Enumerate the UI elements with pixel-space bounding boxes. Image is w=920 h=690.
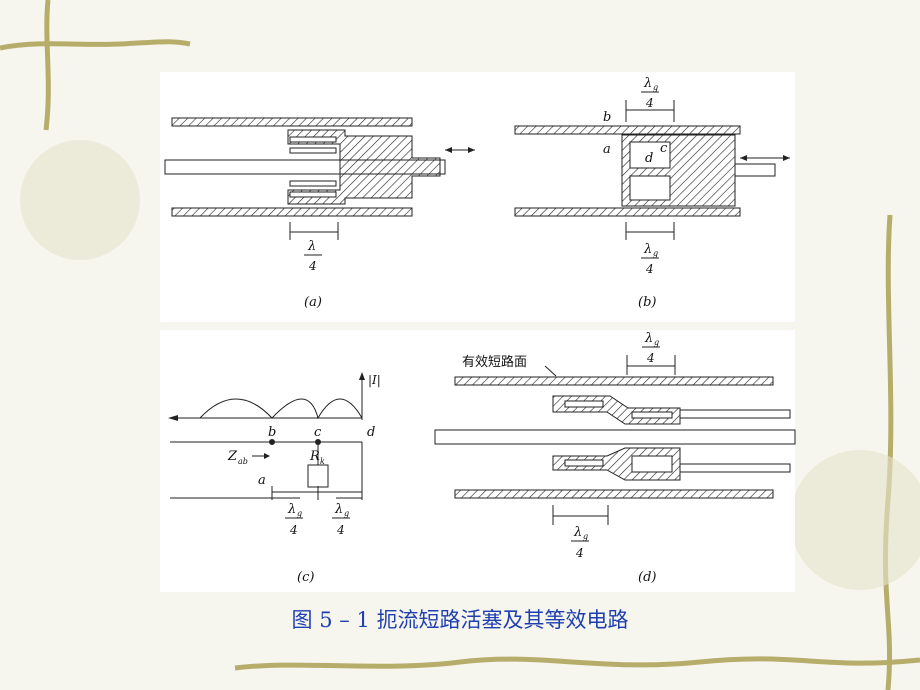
svg-text:4: 4 bbox=[575, 546, 584, 560]
b-dim-num-top: λ bbox=[643, 76, 652, 91]
b-pt-a: a bbox=[603, 142, 611, 157]
svg-text:k: k bbox=[320, 457, 325, 466]
b-pt-b: b bbox=[603, 110, 611, 125]
b-dim-num-bottom: λ bbox=[643, 242, 652, 257]
svg-text:g: g bbox=[654, 338, 659, 347]
svg-text:g: g bbox=[297, 509, 302, 518]
a-dim-num: λ bbox=[307, 239, 316, 254]
svg-text:g: g bbox=[653, 249, 658, 258]
d-callout: 有效短路面 bbox=[462, 354, 527, 370]
svg-text:4: 4 bbox=[645, 262, 654, 276]
svg-text:g: g bbox=[653, 83, 658, 92]
svg-text:λ: λ bbox=[644, 331, 653, 346]
figure-caption: 图 5 – 1 扼流短路活塞及其等效电路 bbox=[291, 608, 629, 632]
svg-text:λ: λ bbox=[334, 502, 343, 517]
svg-text:λ: λ bbox=[573, 525, 582, 540]
a-label: (a) bbox=[304, 295, 322, 310]
c-label: (c) bbox=[297, 570, 314, 585]
svg-text:g: g bbox=[344, 509, 349, 518]
svg-text:λ: λ bbox=[287, 502, 296, 517]
c-current: |I| bbox=[368, 373, 381, 387]
a-dim-den: 4 bbox=[308, 259, 317, 273]
diagram-d: 有效短路面 λ g 4 λ g 4 (d) bbox=[434, 331, 796, 585]
svg-text:4: 4 bbox=[645, 96, 654, 110]
svg-text:4: 4 bbox=[336, 523, 345, 537]
svg-text:4: 4 bbox=[646, 351, 655, 365]
b-label: (b) bbox=[638, 295, 656, 310]
diagram-b: b a c d λ g 4 λ g 4 (b) bbox=[514, 76, 790, 310]
b-pt-c: c bbox=[660, 141, 668, 156]
c-z: Z bbox=[227, 449, 238, 464]
svg-text:ab: ab bbox=[238, 457, 248, 466]
d-label: (d) bbox=[638, 570, 656, 585]
c-r: R bbox=[309, 449, 320, 464]
diagram-c: |I| b c d a Z ab R k λ g 4 λ g 4 (c) bbox=[168, 372, 381, 585]
svg-text:g: g bbox=[583, 532, 588, 541]
b-pt-d: d bbox=[645, 151, 653, 166]
c-pt-c: c bbox=[314, 425, 322, 440]
c-pt-a: a bbox=[258, 473, 266, 488]
figure-panel-bottom bbox=[160, 330, 795, 592]
c-pt-d: d bbox=[367, 425, 375, 440]
diagram-a: λ 4 (a) bbox=[164, 117, 475, 310]
svg-text:4: 4 bbox=[289, 523, 298, 537]
c-pt-b: b bbox=[268, 425, 276, 440]
